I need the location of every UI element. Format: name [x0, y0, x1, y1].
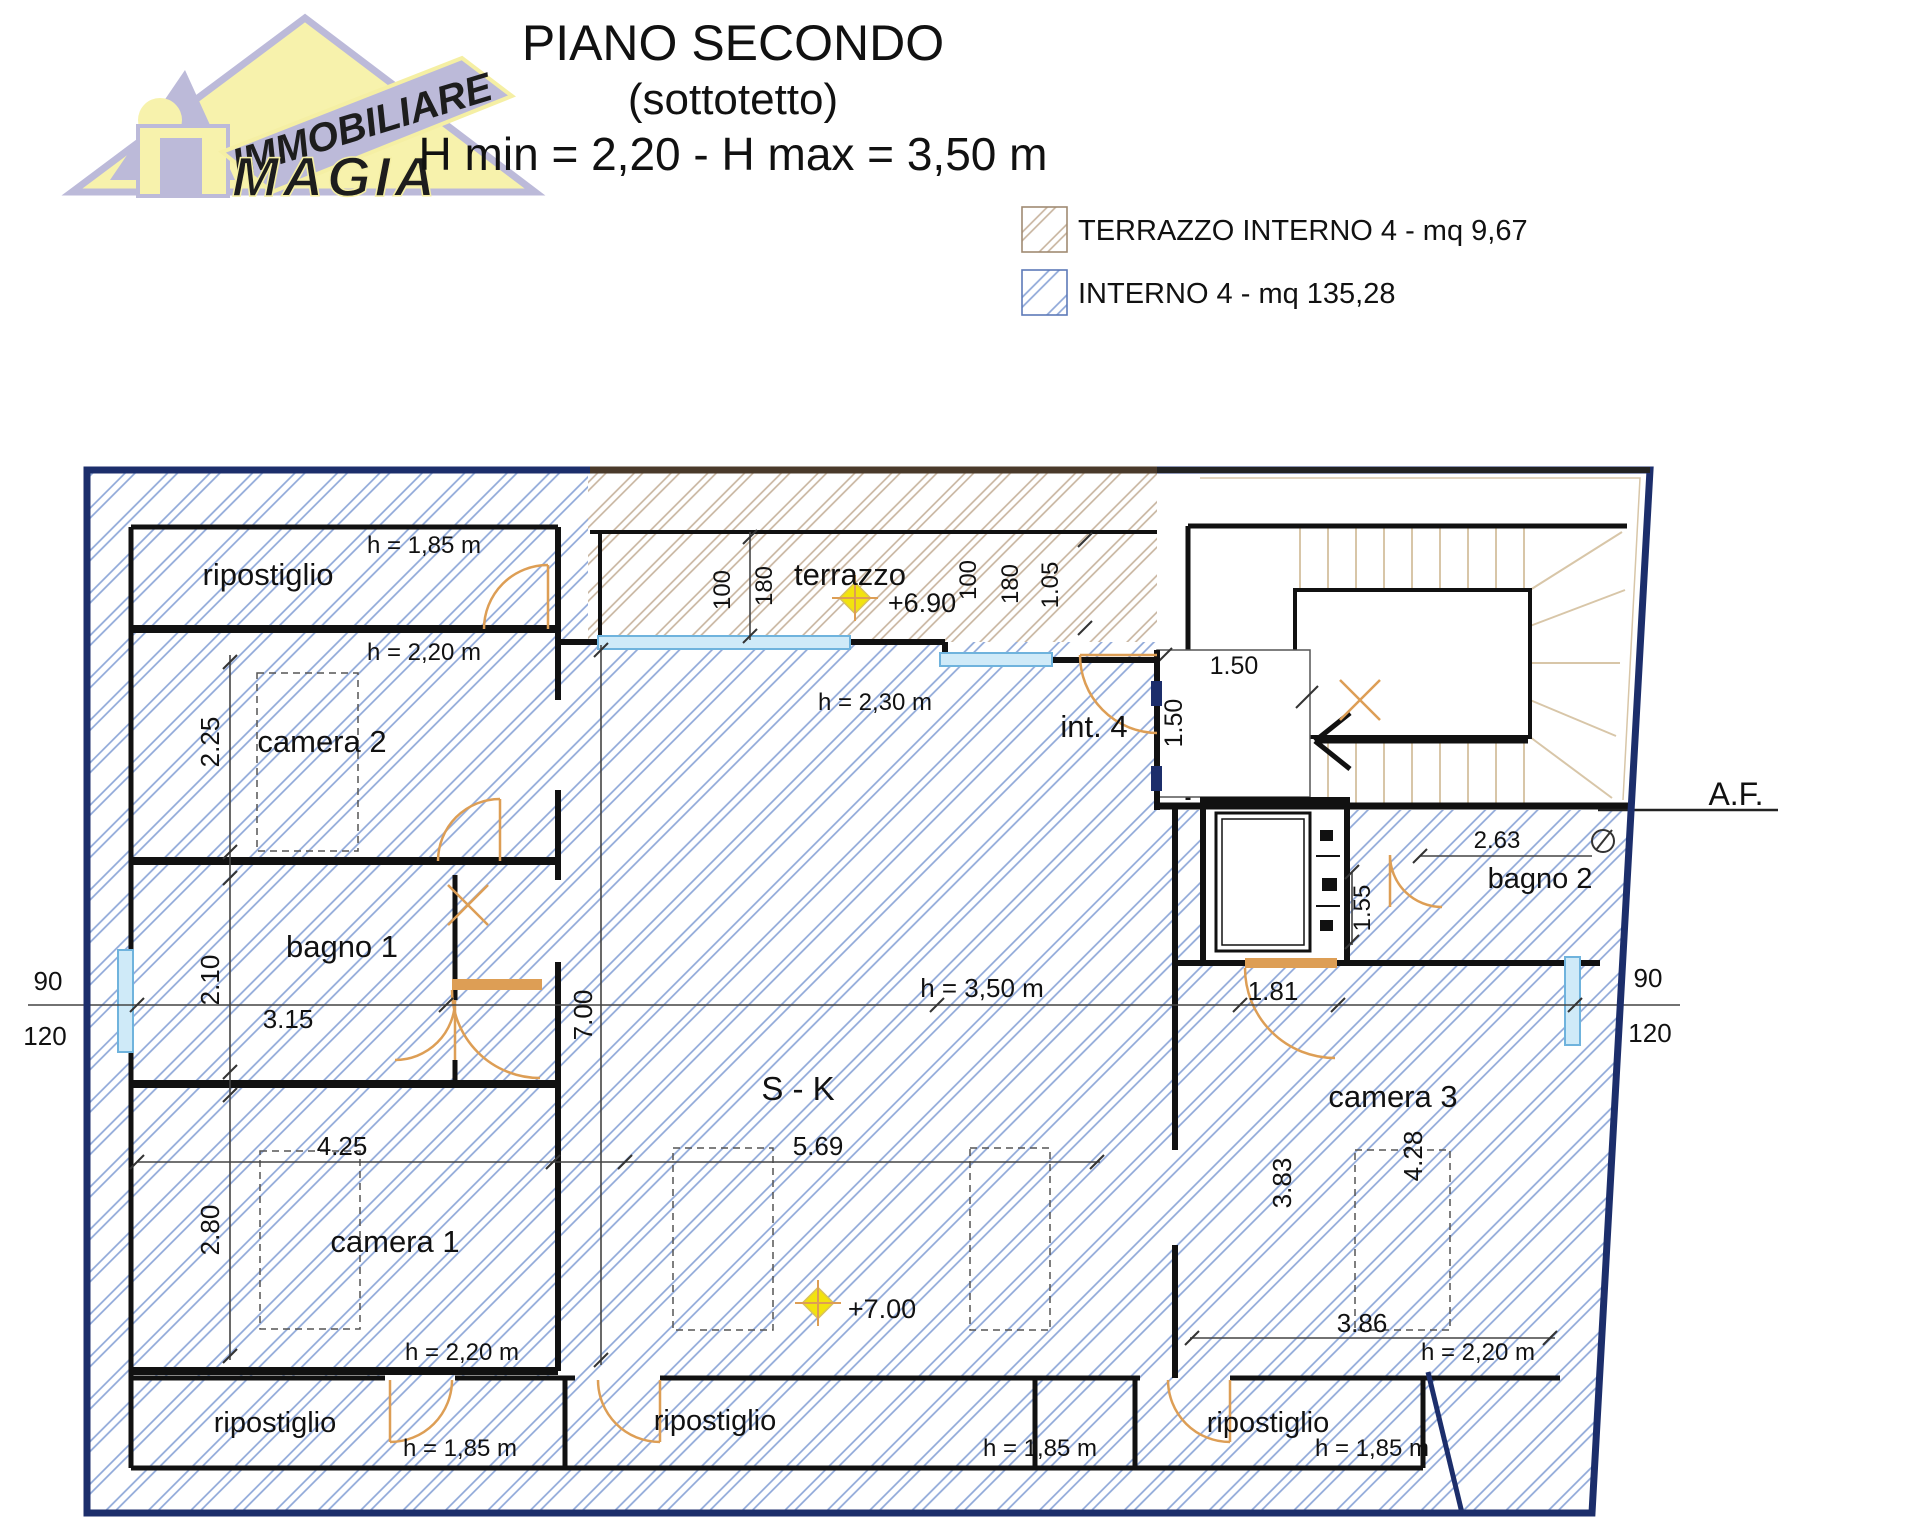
dim-90-left: 90: [34, 966, 63, 996]
level-marker-sk-icon: [795, 1280, 841, 1326]
elevator: [1200, 797, 1350, 966]
doors: [388, 563, 1443, 1444]
dim-386: 3.86: [1337, 1308, 1388, 1338]
window-hall-icon: [939, 652, 1053, 667]
interno-hatch-swatch-icon: [1021, 269, 1068, 316]
dim-100b: 100: [955, 560, 982, 600]
dim-150-h: 1.50: [1210, 652, 1259, 680]
page-title: PIANO SECONDO: [522, 15, 944, 71]
height-bm: h = 1,85 m: [983, 1435, 1097, 1462]
height-labels: h = 1,85 m h = 2,20 m h = 2,30 m h = 3,5…: [367, 532, 1535, 1462]
room-labels: ripostiglio camera 2 bagno 1 camera 1 ri…: [203, 557, 1593, 1439]
dim-120-left: 120: [23, 1021, 66, 1051]
dim-569: 5.69: [793, 1131, 844, 1161]
dim-700: 7.00: [568, 990, 598, 1041]
terrazzo-hatch-swatch-icon: [1021, 206, 1068, 253]
room-label-camera2: camera 2: [257, 724, 386, 759]
room-label-bagno1: bagno 1: [286, 929, 398, 964]
stair-direction-arrow-icon: [1313, 711, 1528, 771]
furniture-outlines: [256, 672, 1451, 1331]
height-camera1: h = 2,20 m: [405, 1339, 519, 1366]
vent-symbol-icon: [1591, 829, 1615, 853]
window-left-icon: [117, 949, 134, 1053]
level-terrazzo: +6.90: [888, 588, 956, 618]
room-label-ripostiglio-bl: ripostiglio: [214, 1407, 337, 1439]
dim-180b: 180: [997, 564, 1024, 604]
height-note: H min = 2,20 - H max = 3,50 m: [419, 128, 1048, 180]
room-label-ripostiglio-bm: ripostiglio: [654, 1405, 777, 1437]
level-marker-terrazzo-icon: [832, 575, 878, 621]
dim-90-right: 90: [1634, 963, 1663, 993]
height-camera3: h = 2,20 m: [1421, 1339, 1535, 1366]
dim-120-right: 120: [1628, 1018, 1671, 1048]
level-sk: +7.00: [848, 1294, 916, 1324]
dim-155: 1.55: [1349, 885, 1376, 932]
legend-terrazzo-label: TERRAZZO INTERNO 4 - mq 9,67: [1078, 215, 1528, 247]
level-labels: +6.90 +7.00: [848, 588, 956, 1324]
room-label-ripostiglio-br: ripostiglio: [1207, 1407, 1330, 1439]
windows: [117, 635, 1581, 1053]
title-block: PIANO SECONDO (sottotetto) H min = 2,20 …: [419, 15, 1048, 180]
dim-100a: 100: [709, 570, 736, 610]
room-label-camera3: camera 3: [1328, 1079, 1457, 1114]
height-br: h = 1,85 m: [1315, 1435, 1429, 1462]
dim-425: 4.25: [317, 1131, 368, 1161]
dim-263: 2.63: [1474, 827, 1521, 854]
dim-383: 3.83: [1267, 1158, 1297, 1209]
height-terrazzo-window: h = 2,30 m: [818, 689, 932, 716]
room-label-int4: int. 4: [1060, 709, 1127, 744]
dim-210: 2.10: [195, 955, 225, 1006]
room-label-bagno2: bagno 2: [1488, 863, 1593, 895]
dim-181: 1.81: [1248, 976, 1299, 1006]
dim-280: 2.80: [195, 1205, 225, 1256]
building-boundary: [83, 466, 1654, 1517]
height-camera2: h = 2,20 m: [367, 639, 481, 666]
room-label-camera1: camera 1: [330, 1224, 459, 1259]
logo-text-bottom: MAGIA: [232, 145, 439, 208]
legend-interno-label: INTERNO 4 - mq 135,28: [1078, 278, 1396, 310]
height-bl: h = 1,85 m: [403, 1435, 517, 1462]
dim-150-v: 1.50: [1160, 699, 1188, 748]
dimension-labels: 3.15 4.25 5.69 3.86 1.81 2.63 1.50 90 12…: [23, 560, 1671, 1338]
room-label-terrazzo: terrazzo: [794, 557, 906, 592]
section-mark-af: A.F.: [1708, 776, 1763, 812]
room-label-ripostiglio-tl: ripostiglio: [203, 557, 334, 592]
height-section: h = 3,50 m: [920, 973, 1044, 1003]
dim-225: 2.25: [195, 717, 225, 768]
height-tl: h = 1,85 m: [367, 532, 481, 559]
dim-180a: 180: [751, 566, 778, 606]
dim-315: 3.15: [263, 1004, 314, 1034]
room-label-sk: S - K: [761, 1070, 834, 1107]
window-terrazzo-icon: [597, 635, 851, 650]
dim-105: 1.05: [1037, 562, 1064, 609]
dim-428: 4.28: [1398, 1131, 1428, 1182]
level-markers: [795, 575, 878, 1326]
staircase: [1185, 477, 1641, 804]
page-subtitle: (sottotetto): [628, 75, 838, 124]
legend: TERRAZZO INTERNO 4 - mq 9,67 INTERNO 4 -…: [1021, 206, 1528, 316]
dimension-lines: [28, 529, 1778, 1368]
